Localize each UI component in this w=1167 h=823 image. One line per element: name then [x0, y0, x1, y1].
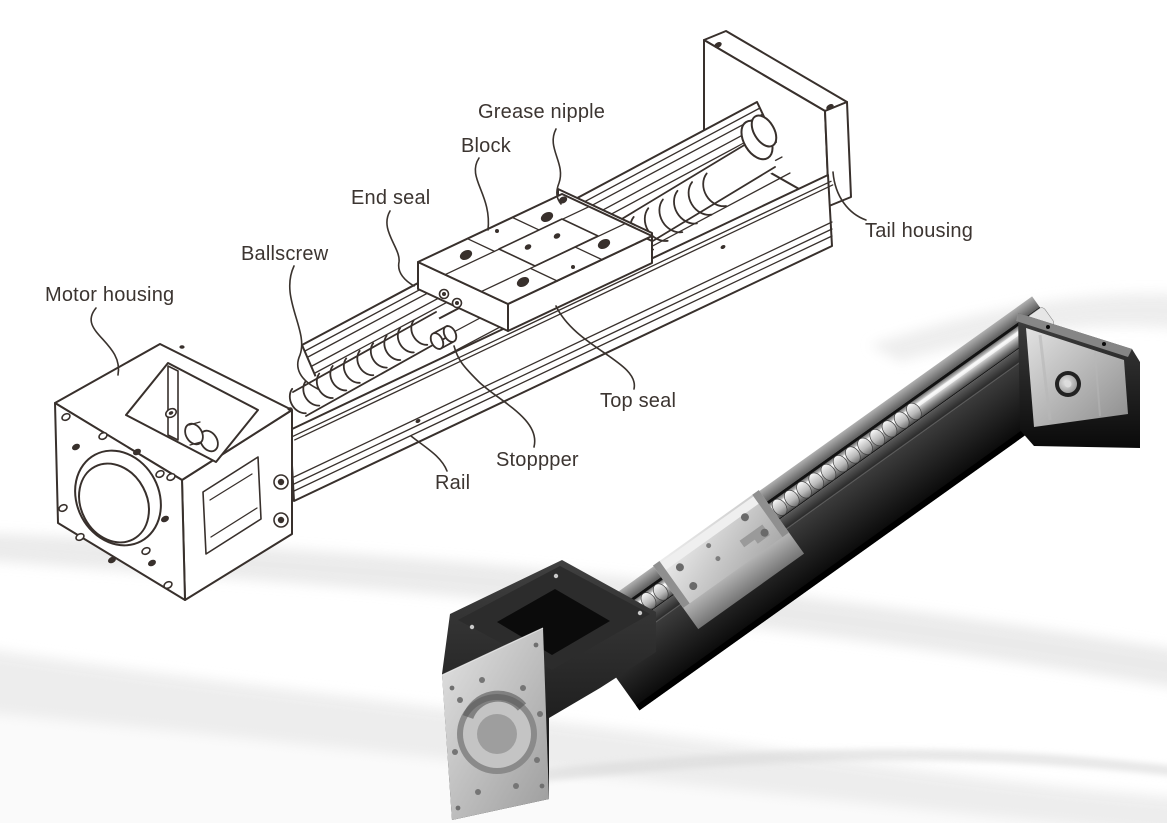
leader-stopper: [453, 345, 536, 448]
label-grease-nipple: Grease nipple: [478, 101, 606, 123]
grease-nipple-drawing: [558, 196, 568, 204]
photo-ballscrew: [602, 307, 1055, 637]
block-drawing: [417, 188, 653, 350]
photo-rail-body: [576, 296, 1096, 711]
label-stopper: Stoppper: [496, 449, 579, 471]
line-drawing: [54, 30, 867, 601]
leader-top-seal: [555, 305, 635, 390]
photo-carriage-block: [652, 490, 805, 630]
leader-tail-housing: [832, 171, 867, 221]
leader-block: [474, 157, 490, 231]
label-block: Block: [461, 135, 511, 157]
motor-housing-drawing: [54, 343, 293, 601]
leader-end-seal: [386, 210, 415, 287]
label-top-seal: Top seal: [600, 390, 677, 412]
label-end-seal: End seal: [351, 187, 431, 209]
stopper-drawing: [429, 325, 458, 350]
label-ballscrew: Ballscrew: [241, 243, 329, 265]
photo-tail-housing: [1016, 313, 1140, 448]
photo-motor-housing: [441, 560, 656, 820]
product-photo: [441, 296, 1140, 820]
leader-rail: [410, 435, 448, 472]
label-rail: Rail: [435, 472, 471, 494]
leader-grease-nipple: [552, 128, 562, 205]
leader-lines: [90, 128, 867, 472]
leader-ballscrew: [288, 265, 319, 390]
label-motor-housing: Motor housing: [45, 284, 175, 306]
leader-motor-housing: [90, 307, 120, 376]
label-tail-housing: Tail housing: [865, 220, 974, 242]
